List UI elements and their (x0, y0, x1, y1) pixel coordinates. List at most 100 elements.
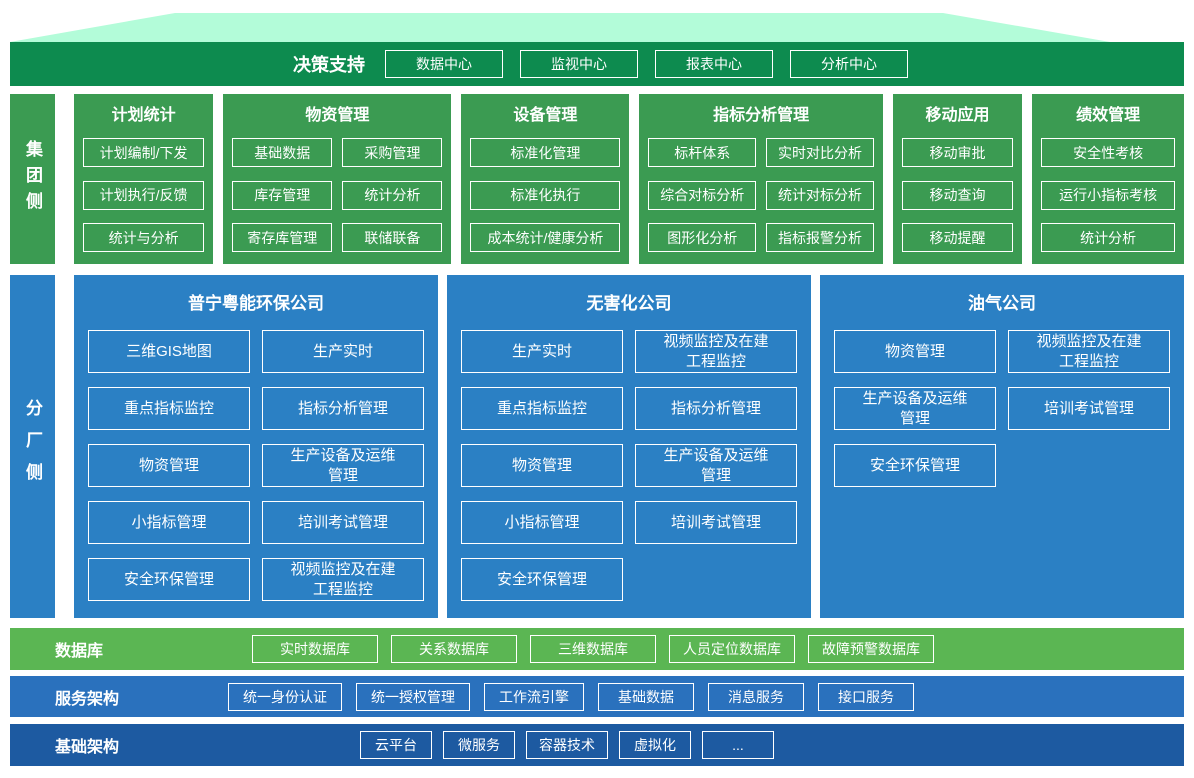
panel-indicator-analysis: 指标分析管理 标杆体系 实时对比分析 综合对标分析 统计对标分析 图形化分析 指… (639, 94, 883, 264)
plant-side-label: 分厂侧 (10, 275, 55, 618)
module-button[interactable]: 图形化分析 (648, 223, 757, 252)
panel-title: 物资管理 (305, 107, 370, 124)
authorization-button[interactable]: 统一授权管理 (356, 682, 470, 711)
relational-db-button[interactable]: 关系数据库 (391, 635, 517, 663)
module-button[interactable]: 库存管理 (232, 180, 333, 210)
platform-top-decoration (10, 13, 1110, 42)
module-button[interactable]: 生产设备及运维 管理 (262, 444, 424, 487)
infrastructure-bar: 基础架构 云平台 微服务 容器技术 虚拟化 ... (10, 724, 1184, 766)
module-button[interactable]: 安全环保管理 (88, 558, 250, 601)
module-button[interactable]: 安全性考核 (1041, 138, 1175, 167)
company-panel-puning: 普宁粤能环保公司 三维GIS地图 生产实时 重点指标监控 指标分析管理 物资管理… (74, 275, 438, 618)
module-button[interactable]: 安全环保管理 (834, 444, 996, 487)
panel-title: 移动应用 (925, 107, 990, 124)
module-button[interactable]: 移动审批 (901, 138, 1014, 167)
personnel-location-db-button[interactable]: 人员定位数据库 (669, 635, 795, 663)
module-button[interactable]: 标准化执行 (470, 180, 621, 210)
module-button[interactable]: 基础数据 (232, 138, 333, 167)
plant-side-panels: 普宁粤能环保公司 三维GIS地图 生产实时 重点指标监控 指标分析管理 物资管理… (74, 275, 1184, 618)
module-button[interactable]: 标杆体系 (648, 138, 757, 167)
panel-plan-statistics: 计划统计 计划编制/下发 计划执行/反馈 统计与分析 (74, 94, 214, 264)
module-button[interactable]: 培训考试管理 (635, 501, 797, 544)
panel-mobile-app: 移动应用 移动审批 移动查询 移动提醒 (892, 94, 1023, 264)
realtime-db-button[interactable]: 实时数据库 (252, 635, 378, 663)
module-button[interactable]: 寄存库管理 (232, 223, 333, 252)
module-button[interactable]: 运行小指标考核 (1041, 180, 1175, 210)
panel-title: 计划统计 (111, 107, 176, 124)
module-button[interactable]: 计划执行/反馈 (83, 180, 205, 210)
module-button[interactable]: 成本统计/健康分析 (470, 223, 621, 252)
decision-support-buttons: 数据中心 监视中心 报表中心 分析中心 (385, 50, 908, 78)
company-title: 普宁粤能环保公司 (188, 294, 324, 313)
panel-performance-management: 绩效管理 安全性考核 运行小指标考核 统计分析 (1032, 94, 1184, 264)
analysis-center-button[interactable]: 分析中心 (790, 50, 908, 78)
database-bar: 数据库 实时数据库 关系数据库 三维数据库 人员定位数据库 故障预警数据库 (10, 628, 1184, 670)
data-center-button[interactable]: 数据中心 (385, 50, 503, 78)
group-side-panels: 计划统计 计划编制/下发 计划执行/反馈 统计与分析 物资管理 基础数据 采购管… (74, 94, 1184, 264)
panel-title: 绩效管理 (1076, 107, 1141, 124)
module-button[interactable]: 小指标管理 (461, 501, 623, 544)
cloud-platform-button[interactable]: 云平台 (360, 731, 432, 759)
interface-service-button[interactable]: 接口服务 (818, 682, 914, 711)
database-label: 数据库 (55, 643, 104, 660)
workflow-engine-button[interactable]: 工作流引擎 (484, 682, 584, 711)
module-button[interactable]: 生产实时 (262, 330, 424, 373)
virtualization-button[interactable]: 虚拟化 (619, 731, 691, 759)
company-panel-harmless: 无害化公司 生产实时 视频监控及在建 工程监控 重点指标监控 指标分析管理 物资… (447, 275, 811, 618)
module-button[interactable]: 培训考试管理 (262, 501, 424, 544)
panel-material-management: 物资管理 基础数据 采购管理 库存管理 统计分析 寄存库管理 联储联备 (223, 94, 452, 264)
fault-warning-db-button[interactable]: 故障预警数据库 (808, 635, 934, 663)
module-button[interactable]: 生产设备及运维 管理 (834, 387, 996, 430)
module-button[interactable]: 指标报警分析 (766, 223, 874, 252)
module-button[interactable]: 统计对标分析 (766, 180, 874, 210)
panel-title: 指标分析管理 (713, 107, 810, 124)
identity-auth-button[interactable]: 统一身份认证 (228, 682, 342, 711)
report-center-button[interactable]: 报表中心 (655, 50, 773, 78)
module-button[interactable]: 统计分析 (1041, 223, 1175, 252)
module-button[interactable]: 安全环保管理 (461, 558, 623, 601)
infrastructure-label: 基础架构 (55, 739, 120, 756)
panel-title: 设备管理 (513, 107, 578, 124)
monitor-center-button[interactable]: 监视中心 (520, 50, 638, 78)
microservice-button[interactable]: 微服务 (443, 731, 515, 759)
module-button[interactable]: 物资管理 (461, 444, 623, 487)
module-button[interactable]: 生产设备及运维 管理 (635, 444, 797, 487)
3d-db-button[interactable]: 三维数据库 (530, 635, 656, 663)
service-architecture-label: 服务架构 (55, 690, 120, 708)
module-button[interactable]: 小指标管理 (88, 501, 250, 544)
module-button[interactable]: 指标分析管理 (635, 387, 797, 430)
module-button[interactable]: 三维GIS地图 (88, 330, 250, 373)
basic-data-button[interactable]: 基础数据 (598, 682, 694, 711)
panel-equipment-management: 设备管理 标准化管理 标准化执行 成本统计/健康分析 (461, 94, 630, 264)
group-side-label: 集团侧 (10, 94, 55, 264)
module-button[interactable]: 标准化管理 (470, 138, 621, 167)
module-button[interactable]: 综合对标分析 (648, 180, 757, 210)
module-button[interactable]: 指标分析管理 (262, 387, 424, 430)
module-button[interactable]: 联储联备 (342, 223, 443, 252)
module-button[interactable]: 视频监控及在建 工程监控 (1008, 330, 1170, 373)
module-button[interactable]: 视频监控及在建 工程监控 (262, 558, 424, 601)
service-architecture-bar: 服务架构 统一身份认证 统一授权管理 工作流引擎 基础数据 消息服务 接口服务 (10, 676, 1184, 717)
message-service-button[interactable]: 消息服务 (708, 682, 804, 711)
module-button[interactable]: 视频监控及在建 工程监控 (635, 330, 797, 373)
module-button[interactable]: 物资管理 (88, 444, 250, 487)
module-button[interactable]: 采购管理 (342, 138, 443, 167)
module-button[interactable]: 重点指标监控 (461, 387, 623, 430)
module-button[interactable]: 计划编制/下发 (83, 138, 205, 167)
module-button[interactable]: 统计分析 (342, 180, 443, 210)
more-button[interactable]: ... (702, 731, 774, 759)
module-button[interactable]: 移动提醒 (901, 223, 1014, 252)
module-button[interactable]: 统计与分析 (83, 223, 205, 252)
container-tech-button[interactable]: 容器技术 (526, 731, 608, 759)
module-button[interactable]: 重点指标监控 (88, 387, 250, 430)
module-button[interactable]: 移动查询 (901, 180, 1014, 210)
company-title: 油气公司 (968, 294, 1036, 313)
decision-support-bar: 决策支持 数据中心 监视中心 报表中心 分析中心 (10, 42, 1184, 86)
company-panel-oil-gas: 油气公司 物资管理 视频监控及在建 工程监控 生产设备及运维 管理 培训考试管理… (820, 275, 1184, 618)
module-button[interactable]: 生产实时 (461, 330, 623, 373)
module-button[interactable]: 实时对比分析 (766, 138, 874, 167)
module-button[interactable]: 培训考试管理 (1008, 387, 1170, 430)
module-button[interactable]: 物资管理 (834, 330, 996, 373)
company-title: 无害化公司 (586, 294, 672, 313)
